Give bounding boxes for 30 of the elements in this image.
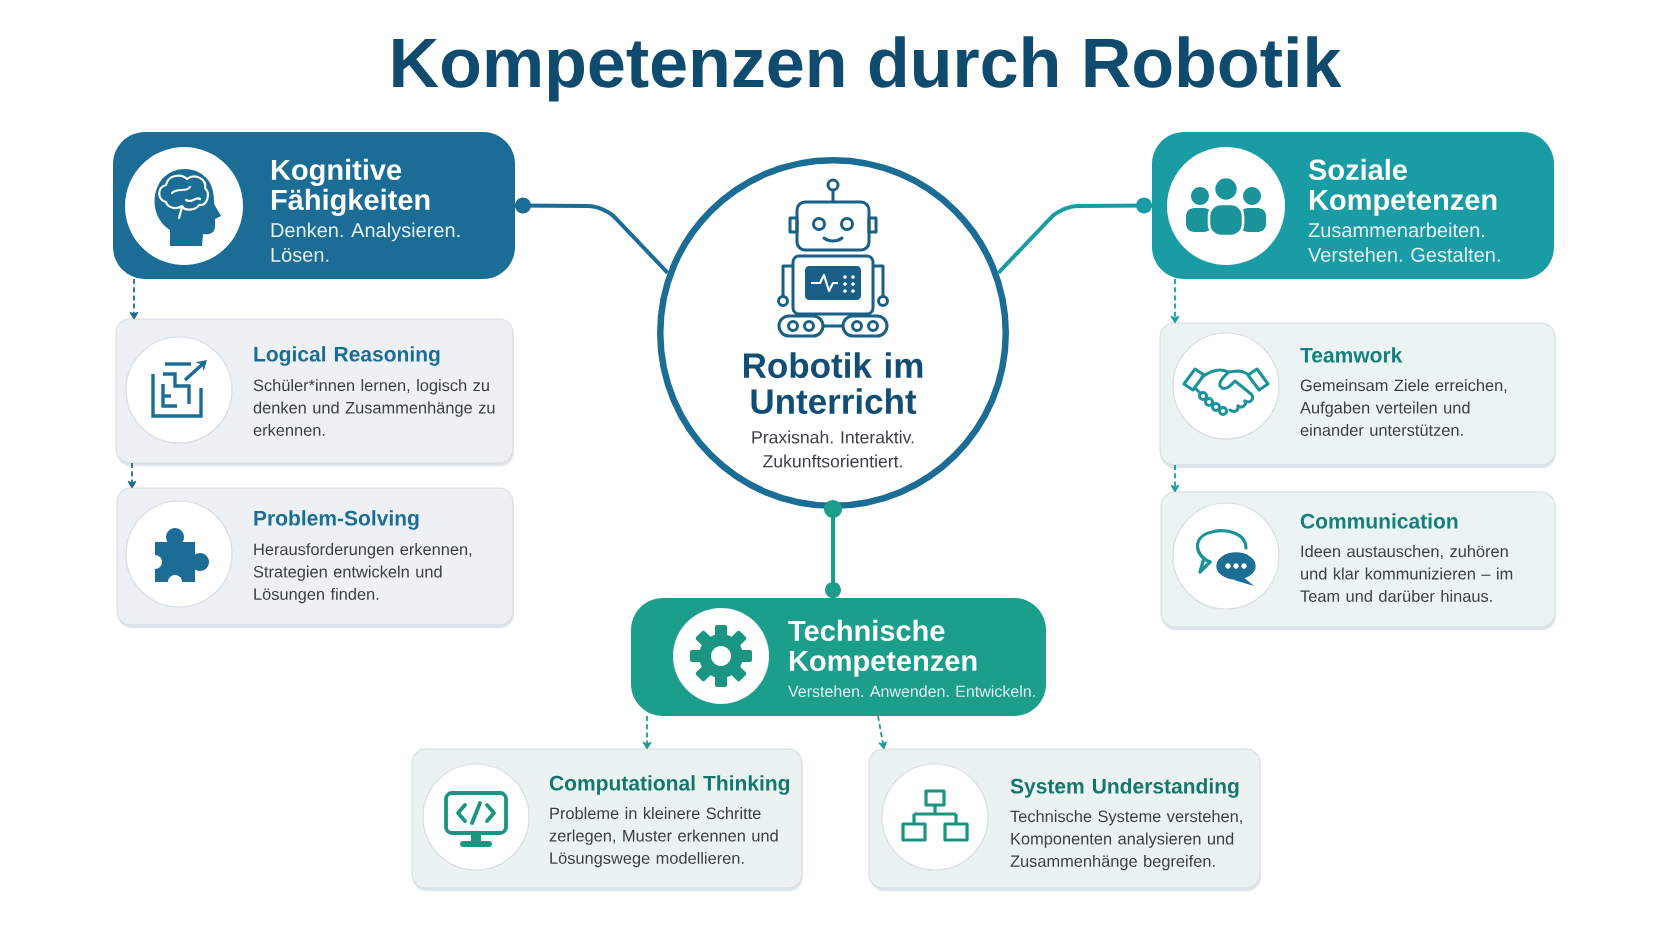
category-tagline: Zusammenarbeiten. Verstehen. Gestalten. bbox=[1308, 222, 1500, 262]
card-title: Communication bbox=[1300, 513, 1458, 529]
arrow bbox=[1170, 278, 1180, 323]
card-text: Ideen austauschen, zuhören und klar kommunizieren – im Team und darüber hinaus. bbox=[1300, 545, 1513, 602]
category-title: Soziale Kompetenzen bbox=[1308, 158, 1497, 216]
card-title: Computational Thinking bbox=[549, 775, 790, 795]
connector-line bbox=[515, 197, 670, 275]
hub-title: Robotik im Unterricht bbox=[744, 352, 923, 414]
category-tagline: Denken. Analysieren. Lösen. bbox=[271, 222, 460, 262]
connector-line bbox=[824, 500, 842, 598]
arrow bbox=[1170, 464, 1180, 492]
card-text: Gemeinsam Ziele erreichen, Aufgaben verteilen und einander unterstützen. bbox=[1300, 379, 1507, 436]
card-title: Problem-Solving bbox=[254, 510, 419, 530]
arrow bbox=[642, 715, 652, 749]
hub-tagline: Praxisnah. Interaktiv. Zukunftsorientiert. bbox=[752, 430, 914, 468]
connector-line bbox=[996, 197, 1153, 275]
arrow bbox=[127, 462, 137, 488]
card-title: Logical Reasoning bbox=[254, 346, 440, 366]
arrow bbox=[129, 278, 139, 319]
page-title: Kompetenzen durch Robotik bbox=[393, 36, 1342, 102]
card-text: Technische Systeme verstehen, Komponenten analysieren und Zusammenhänge begreifen. bbox=[1010, 810, 1242, 871]
arrow bbox=[877, 715, 888, 749]
card-title: System Understanding bbox=[1010, 778, 1239, 798]
card-text: Probleme in kleinere Schritte zerlegen, Muster erkennen und Lösungswege modellieren. bbox=[549, 807, 778, 868]
card-text: Herausforderungen erkennen, Strategien entwickeln und Lösungen finden. bbox=[253, 543, 472, 604]
card-text: Schüler*innen lernen, logisch zu denken und Zusammenhänge zu erkennen. bbox=[253, 379, 495, 436]
card-title: Teamwork bbox=[1300, 347, 1403, 363]
category-title: Kognitive Fähigkeiten bbox=[271, 158, 430, 216]
category-tagline: Verstehen. Anwenden. Entwickeln. bbox=[788, 685, 1035, 698]
category-title: Technische Kompetenzen bbox=[788, 619, 977, 677]
